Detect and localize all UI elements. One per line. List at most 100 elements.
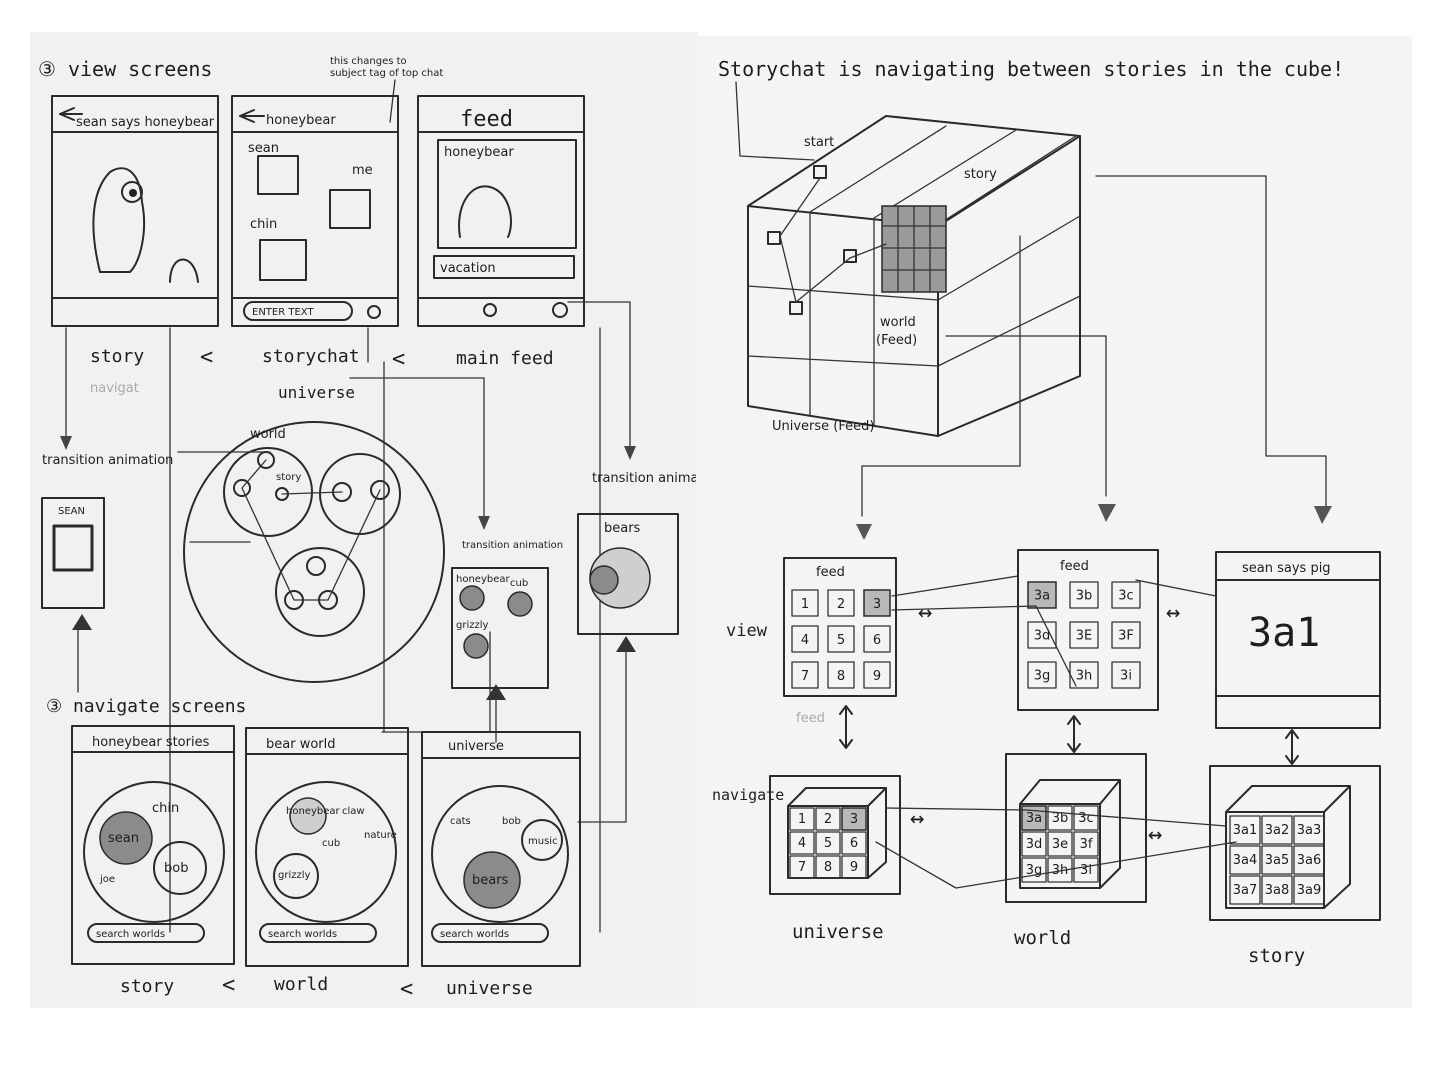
feed1-cell-label: 2 (837, 597, 845, 612)
label-story: story (90, 346, 144, 367)
storychat-back-title: honeybear (266, 113, 336, 128)
feed2-cell-label: 3h (1076, 669, 1093, 684)
feed2-cell-label: 3E (1076, 629, 1093, 644)
feed1-cell (791, 661, 819, 689)
feed2-cell (1111, 581, 1141, 609)
cube3-cell (1293, 815, 1325, 845)
cube1-cell (815, 807, 841, 831)
nav-phone-universe: universe cats bob music bears search wor… (421, 731, 581, 967)
feed2-cell (1111, 621, 1141, 649)
cube3-cell-label: 3a4 (1233, 853, 1258, 868)
cube3-cell (1229, 875, 1261, 905)
nav2-bubble-grizzly: grizzly (278, 870, 311, 881)
cube2-cell (1047, 831, 1073, 857)
cube2-cell (1021, 831, 1047, 857)
left-sketch-sheet: ③ view screens this changes to subject t… (30, 32, 698, 1008)
nav1-bubble-chin: chin (152, 801, 179, 816)
cube1-cell-label: 4 (798, 836, 806, 851)
feed1-cell (827, 589, 855, 617)
cube2-cell-label: 3e (1052, 837, 1068, 852)
add-icon (483, 303, 497, 317)
view-label: view (726, 621, 768, 641)
transition-label-left: transition animation (42, 453, 173, 468)
chevron-2: < (392, 347, 405, 372)
feed1-cell-label: 1 (801, 597, 809, 612)
nav3-bubble-music: music (528, 836, 558, 847)
cube2-cell (1021, 857, 1047, 883)
universe-title: universe (278, 383, 355, 402)
cube2-cell (1047, 857, 1073, 883)
arrow-nav-1: ↔ (910, 804, 924, 832)
universe-circle (183, 421, 445, 683)
cube3-cell-label: 3a7 (1233, 883, 1258, 898)
feed-title: feed (460, 107, 513, 132)
nav-chevron-1: < (222, 973, 235, 998)
feed1-cell (863, 661, 891, 689)
chat-image (259, 239, 307, 281)
cube1-cell (841, 855, 867, 879)
feed2-cell (1111, 661, 1141, 689)
arrow-view-2: ↔ (1166, 598, 1180, 626)
arrow-nav-2: ↔ (1148, 820, 1162, 848)
enter-text-label: ENTER TEXT (252, 307, 314, 318)
cube2-cell (1073, 805, 1099, 831)
feed2-cell (1027, 661, 1057, 689)
mid-label-honeybear: honeybear (456, 574, 510, 585)
cube-universe-label: Universe (Feed) (772, 419, 874, 434)
cube2-cell-label: 3a (1026, 811, 1042, 826)
feed2-cell (1027, 581, 1057, 609)
transition-sean: SEAN (58, 506, 85, 517)
cube1-cell (841, 831, 867, 855)
feed2-cell-label: 3b (1076, 589, 1093, 604)
feed2-cell-label: 3F (1118, 629, 1134, 644)
feed1-cell (827, 661, 855, 689)
cube2-cell-label: 3b (1052, 811, 1069, 826)
cube3-cell-label: 3a3 (1297, 823, 1322, 838)
universe-cube (747, 115, 1081, 437)
enter-text-field (243, 301, 353, 321)
feed2-cell-label: 3i (1120, 669, 1132, 684)
cube3-cell-label: 3a5 (1265, 853, 1290, 868)
feed2-cell (1027, 621, 1057, 649)
transition-phone-left (41, 497, 105, 609)
cube3-cell (1229, 845, 1261, 875)
navigate-screens-heading: ③ navigate screens (46, 696, 246, 717)
cube3-cell-label: 3a6 (1297, 853, 1322, 868)
arrow-view-1: ↔ (918, 598, 932, 626)
note-pointer (389, 79, 396, 123)
cube1-cell-label: 1 (798, 812, 806, 827)
feed1-cell-label: 8 (837, 669, 845, 684)
cube3-cell-label: 3a9 (1297, 883, 1322, 898)
feed2-cell (1069, 581, 1099, 609)
cube1-cell-label: 7 (798, 860, 806, 875)
right-sketch-canvas: Storychat is navigating between stories … (712, 57, 1381, 967)
cube3-cell (1293, 875, 1325, 905)
cube-story-label: story (964, 167, 997, 182)
nav-label-story: story (120, 976, 174, 997)
send-icon (367, 305, 381, 319)
feed2-cell-label: 3a (1034, 589, 1050, 604)
world-label: world (250, 427, 286, 442)
back-arrow-icon (239, 109, 265, 123)
story-screen-big: 3a1 (1248, 610, 1320, 656)
cube3-cell (1261, 845, 1293, 875)
phone-storychat: honeybear sean me chin ENTER TEXT (231, 95, 399, 327)
cube3-cell-label: 3a1 (1233, 823, 1258, 838)
cube1-cell (815, 831, 841, 855)
feed1-cell-label: 7 (801, 669, 809, 684)
feed1-cell-label: 3 (873, 597, 881, 612)
nav1-bubble-sean: sean (108, 831, 139, 846)
right-sketch-sheet: Storychat is navigating between stories … (696, 36, 1412, 1008)
cube1-cell (789, 831, 815, 855)
feed1-cell-label: 9 (873, 669, 881, 684)
feed2-cell-label: 3g (1034, 669, 1051, 684)
cube2-cell-label: 3d (1026, 837, 1043, 852)
cube2-cell-label: 3f (1080, 837, 1093, 852)
cube-world-label: world (880, 315, 916, 330)
view-screens-heading: ③ view screens (38, 57, 212, 81)
cube3-cell (1293, 845, 1325, 875)
feed1-cell-label: 4 (801, 633, 809, 648)
nav1-search: search worlds (96, 929, 165, 940)
